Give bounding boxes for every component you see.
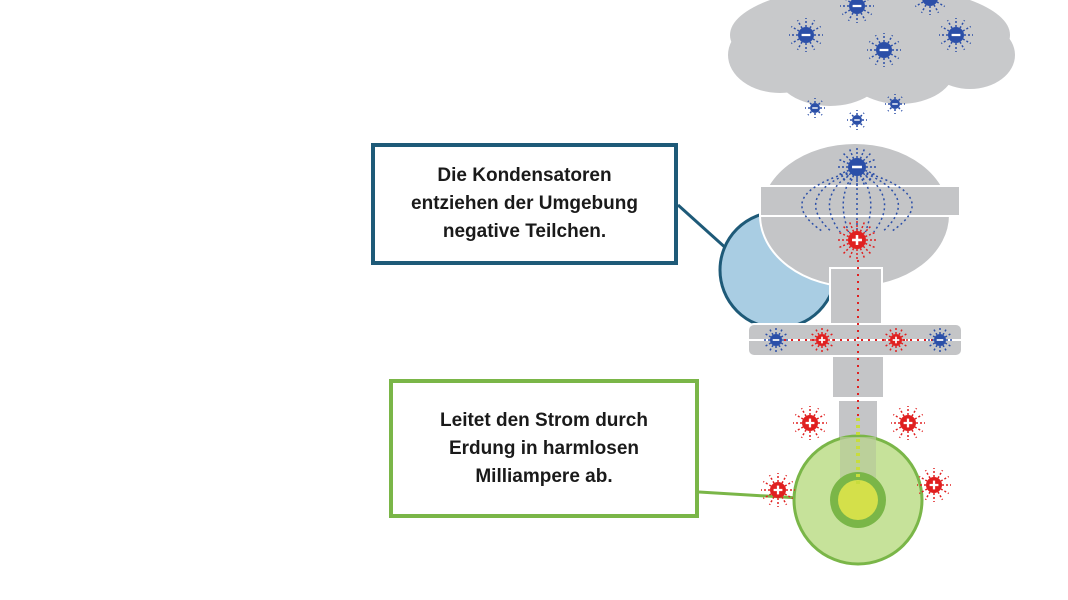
positive-charge-icon bbox=[917, 468, 951, 502]
negative-charge-icon bbox=[939, 18, 973, 52]
negative-charge-icon bbox=[805, 98, 825, 118]
capacitor-dome bbox=[759, 142, 961, 288]
capacitor-callout-line-3: negative Teilchen. bbox=[442, 221, 607, 242]
negative-charge-icon bbox=[840, 0, 874, 23]
positive-charge-icon bbox=[793, 406, 827, 440]
negative-charge-icon bbox=[789, 18, 823, 52]
capacitor-callout-line-1: Die Kondensatoren bbox=[437, 165, 612, 186]
ground-callout-line-2: Erdung in harmlosen bbox=[448, 437, 640, 459]
lower-mast bbox=[831, 355, 885, 399]
negative-charge-icon bbox=[926, 326, 954, 354]
negative-charge-icon bbox=[762, 326, 790, 354]
ground-callout: Leitet den Strom durch Erdung in harmlos… bbox=[389, 379, 699, 518]
capacitor-callout-line-2: entziehen der Umgebung bbox=[411, 193, 638, 214]
positive-charge-icon bbox=[891, 406, 925, 440]
charge-particles bbox=[761, 0, 973, 507]
capacitor-callout-connector bbox=[676, 203, 730, 252]
negative-charge-icon bbox=[867, 33, 901, 67]
upper-mast bbox=[829, 267, 883, 327]
positive-charge-icon bbox=[761, 473, 795, 507]
positive-charge-icon bbox=[882, 326, 910, 354]
positive-charge-icon bbox=[808, 326, 836, 354]
negative-charge-icon bbox=[914, 0, 946, 15]
negative-charge-icon bbox=[847, 110, 867, 130]
positive-charge-icon bbox=[838, 221, 876, 259]
ground-callout-line-1: Leitet den Strom durch bbox=[440, 409, 648, 431]
negative-charge-icon bbox=[838, 148, 876, 186]
negative-charge-icon bbox=[885, 94, 905, 114]
storm-cloud bbox=[728, 0, 1015, 106]
capacitor-callout: Die Kondensatoren entziehen der Umgebung… bbox=[371, 143, 678, 265]
grounding-circle bbox=[792, 434, 924, 566]
ground-callout-line-3: Milliampere ab. bbox=[475, 465, 613, 487]
